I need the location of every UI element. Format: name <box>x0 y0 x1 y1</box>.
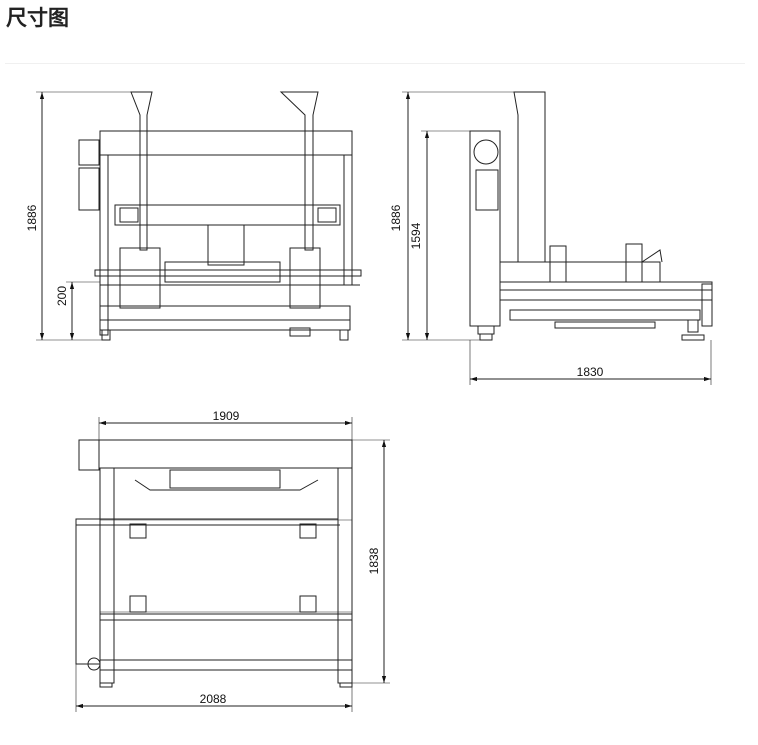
page-title: 尺寸图 <box>6 6 69 30</box>
top-upper-width-label: 1909 <box>213 409 240 423</box>
side-view <box>402 91 713 385</box>
front-height-label: 1886 <box>25 204 39 231</box>
side-width-label: 1830 <box>577 365 604 379</box>
side-height-label: 1886 <box>389 204 403 231</box>
front-view <box>36 91 362 341</box>
front-lower-label: 200 <box>55 286 69 306</box>
side-inner-label: 1594 <box>409 222 423 249</box>
top-depth-label: 1838 <box>367 547 381 574</box>
drawing-panel <box>5 63 745 745</box>
top-view <box>75 417 390 712</box>
top-lower-width-label: 2088 <box>200 692 227 706</box>
